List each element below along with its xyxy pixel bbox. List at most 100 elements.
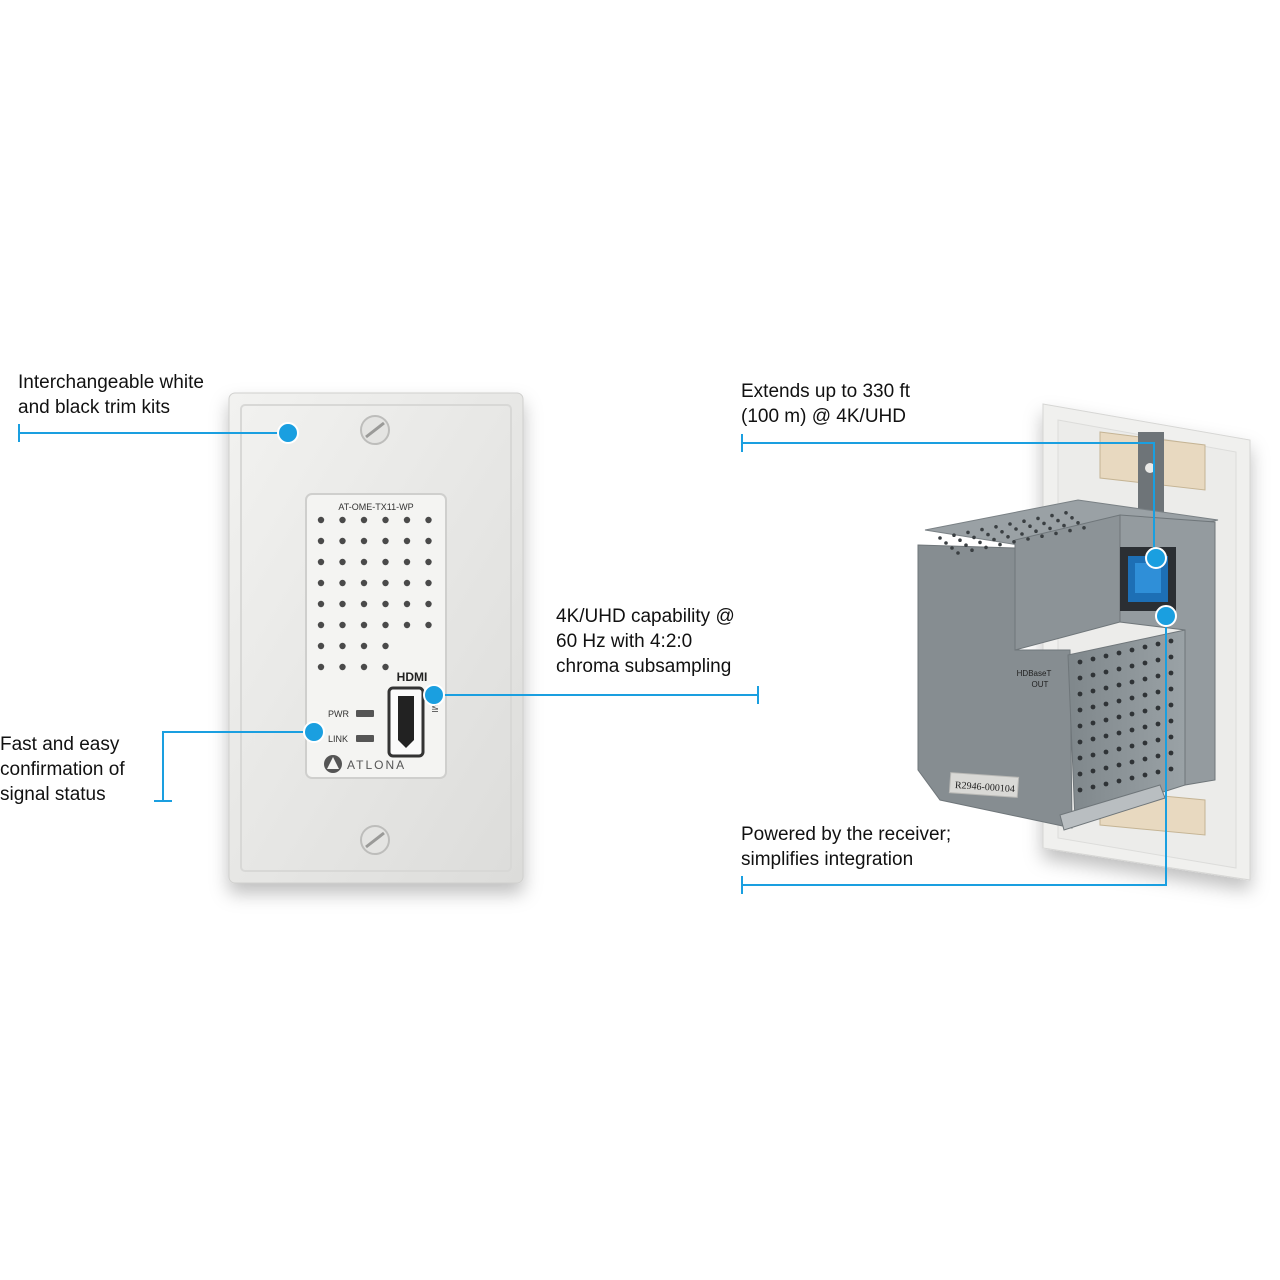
vent-hole xyxy=(339,621,346,629)
vent-hole xyxy=(339,579,346,587)
vent-hole xyxy=(1103,781,1109,787)
hdmi-connector-icon xyxy=(398,696,414,748)
vent-hole xyxy=(1168,734,1174,740)
vent-hole xyxy=(1129,711,1135,717)
vent-hole xyxy=(1116,746,1122,752)
vent-hole xyxy=(1090,704,1096,710)
vent-hole xyxy=(1142,708,1148,714)
vent-hole xyxy=(998,542,1002,547)
vent-hole xyxy=(1142,740,1148,746)
vent-hole xyxy=(1103,701,1109,707)
vent-hole xyxy=(339,537,346,545)
vent-hole xyxy=(382,579,389,587)
vent-hole xyxy=(425,516,432,524)
pwr-label: PWR xyxy=(328,709,349,719)
vent-hole xyxy=(1054,531,1058,536)
vent-hole xyxy=(382,516,389,524)
vent-hole xyxy=(403,516,411,524)
transmitter-insert: AT-OME-TX11-WP PWR LINK HDMI HDMI ATLONA xyxy=(305,493,447,779)
pwr-led xyxy=(356,710,374,717)
vent-hole xyxy=(1103,653,1109,659)
atlona-logo-icon xyxy=(324,755,342,773)
callout-extends: Extends up to 330 ft (100 m) @ 4K/UHD xyxy=(741,379,910,429)
vent-hole xyxy=(1103,765,1109,771)
vent-hole xyxy=(958,538,962,542)
vent-hole xyxy=(1142,676,1148,682)
callout-lines xyxy=(18,424,1167,894)
vent-hole xyxy=(1155,657,1161,663)
vent-hole xyxy=(1116,730,1122,736)
vent-hole xyxy=(360,600,368,608)
vent-hole xyxy=(1077,675,1083,681)
vent-hole xyxy=(360,579,368,587)
callout-line: Extends up to 330 ft xyxy=(741,381,911,402)
vent-hole xyxy=(964,543,968,547)
vent-hole xyxy=(317,642,325,650)
callout-trim-kits: Interchangeable white and black trim kit… xyxy=(18,370,204,420)
vent-hole xyxy=(360,516,368,524)
vent-hole xyxy=(1155,673,1161,679)
vent-hole xyxy=(1168,766,1174,772)
vent-hole xyxy=(317,663,325,671)
vent-hole xyxy=(1034,529,1038,533)
port-label: OUT xyxy=(1032,680,1049,689)
vent-hole xyxy=(1090,688,1096,694)
callout-line: confirmation of xyxy=(0,759,125,780)
vent-hole xyxy=(382,558,389,566)
vent-hole xyxy=(986,532,990,537)
vent-hole xyxy=(950,546,954,550)
callout-line: 4K/UHD capability @ xyxy=(556,606,735,627)
vent-hole xyxy=(1008,522,1012,526)
vent-hole xyxy=(1077,659,1083,665)
vent-hole xyxy=(1050,513,1054,518)
callout-line: simplifies integration xyxy=(741,849,914,870)
callout-powered: Powered by the receiver; simplifies inte… xyxy=(741,822,951,872)
vent-hole xyxy=(1077,707,1083,713)
vent-hole xyxy=(1129,679,1135,685)
vent-hole xyxy=(1014,527,1018,531)
vent-holes xyxy=(317,516,432,671)
vent-hole xyxy=(403,537,411,545)
vent-hole xyxy=(1155,689,1161,695)
vent-hole xyxy=(1129,743,1135,749)
vent-hole xyxy=(980,527,984,532)
vent-hole xyxy=(1155,769,1161,775)
callout-signal-status: Fast and easy confirmation of signal sta… xyxy=(0,732,125,807)
vent-hole xyxy=(425,537,432,545)
vent-hole xyxy=(339,516,346,524)
callout-4k-capability: 4K/UHD capability @ 60 Hz with 4:2:0 chr… xyxy=(556,604,735,679)
vent-hole xyxy=(360,663,368,671)
vent-hole xyxy=(1155,721,1161,727)
serial-sticker xyxy=(948,772,1020,798)
callout-dot-icon xyxy=(1155,605,1177,627)
vent-hole xyxy=(1090,784,1096,790)
callout-dots xyxy=(277,422,1177,743)
vent-hole xyxy=(382,642,389,650)
vent-hole xyxy=(1155,641,1161,647)
vent-hole xyxy=(1076,521,1080,525)
vent-hole xyxy=(1142,692,1148,698)
vent-hole xyxy=(317,579,325,587)
vent-hole xyxy=(1116,762,1122,768)
vent-hole xyxy=(1116,778,1122,784)
vent-hole xyxy=(339,558,346,566)
hdmi-logo: HDMI xyxy=(397,670,428,684)
callout-line: Interchangeable white xyxy=(18,372,204,393)
link-led xyxy=(356,735,374,742)
vent-hole xyxy=(1116,650,1122,656)
vent-hole xyxy=(360,642,368,650)
brand-label: ATLONA xyxy=(347,758,406,772)
vent-hole xyxy=(1020,532,1024,536)
vent-hole xyxy=(1155,753,1161,759)
vent-hole xyxy=(1056,518,1060,523)
vent-hole xyxy=(317,600,325,608)
screw-icon xyxy=(360,415,390,445)
vent-hole xyxy=(1090,720,1096,726)
vent-hole xyxy=(1168,670,1174,676)
vent-hole xyxy=(938,536,942,540)
vent-hole xyxy=(1077,771,1083,777)
vent-hole xyxy=(382,663,389,671)
vent-hole xyxy=(1116,714,1122,720)
vent-hole xyxy=(1090,672,1096,678)
